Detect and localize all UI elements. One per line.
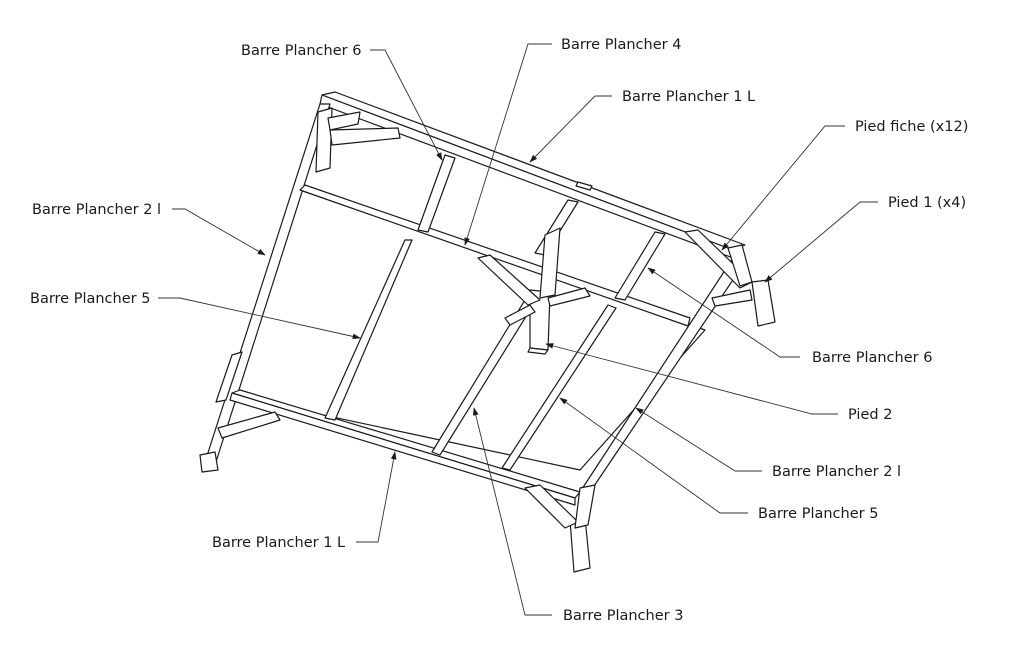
corner-post-left-bottom	[199, 351, 281, 473]
label-barre-plancher-1l-bottom: Barre Plancher 1 L	[212, 535, 345, 551]
label-barre-plancher-6-right: Barre Plancher 6	[812, 350, 932, 366]
label-barre-plancher-3: Barre Plancher 3	[563, 608, 683, 624]
label-barre-plancher-5-right: Barre Plancher 5	[758, 506, 878, 522]
beam-top-long	[319, 91, 746, 259]
label-pied-1: Pied 1 (x4)	[888, 195, 966, 211]
top-notch	[575, 181, 593, 191]
callout-labels: Barre Plancher 6 Barre Plancher 4 Barre …	[30, 37, 968, 624]
label-barre-plancher-2l-right: Barre Plancher 2 l	[772, 464, 901, 480]
label-barre-plancher-5-left: Barre Plancher 5	[30, 291, 150, 307]
corner-post-right	[684, 229, 776, 327]
beam-bottom-long	[229, 389, 581, 506]
label-pied-fiche: Pied fiche (x12)	[855, 119, 968, 135]
corner-post-top-left	[315, 107, 401, 173]
beam-4	[417, 154, 456, 233]
beam-6-right	[614, 231, 666, 301]
frame-structure	[199, 91, 776, 573]
center-post	[477, 227, 591, 355]
leader-lines	[158, 43, 878, 616]
label-barre-plancher-6-top: Barre Plancher 6	[241, 43, 361, 59]
beam-5-right	[501, 304, 617, 471]
label-barre-plancher-2l-left: Barre Plancher 2 l	[32, 202, 161, 218]
beam-5-left	[324, 239, 413, 421]
label-barre-plancher-1l-top: Barre Plancher 1 L	[622, 89, 755, 105]
label-barre-plancher-4: Barre Plancher 4	[561, 37, 681, 53]
corner-post-bottom	[524, 484, 596, 573]
beam-6-top	[299, 184, 691, 327]
label-pied-2: Pied 2	[848, 407, 892, 423]
